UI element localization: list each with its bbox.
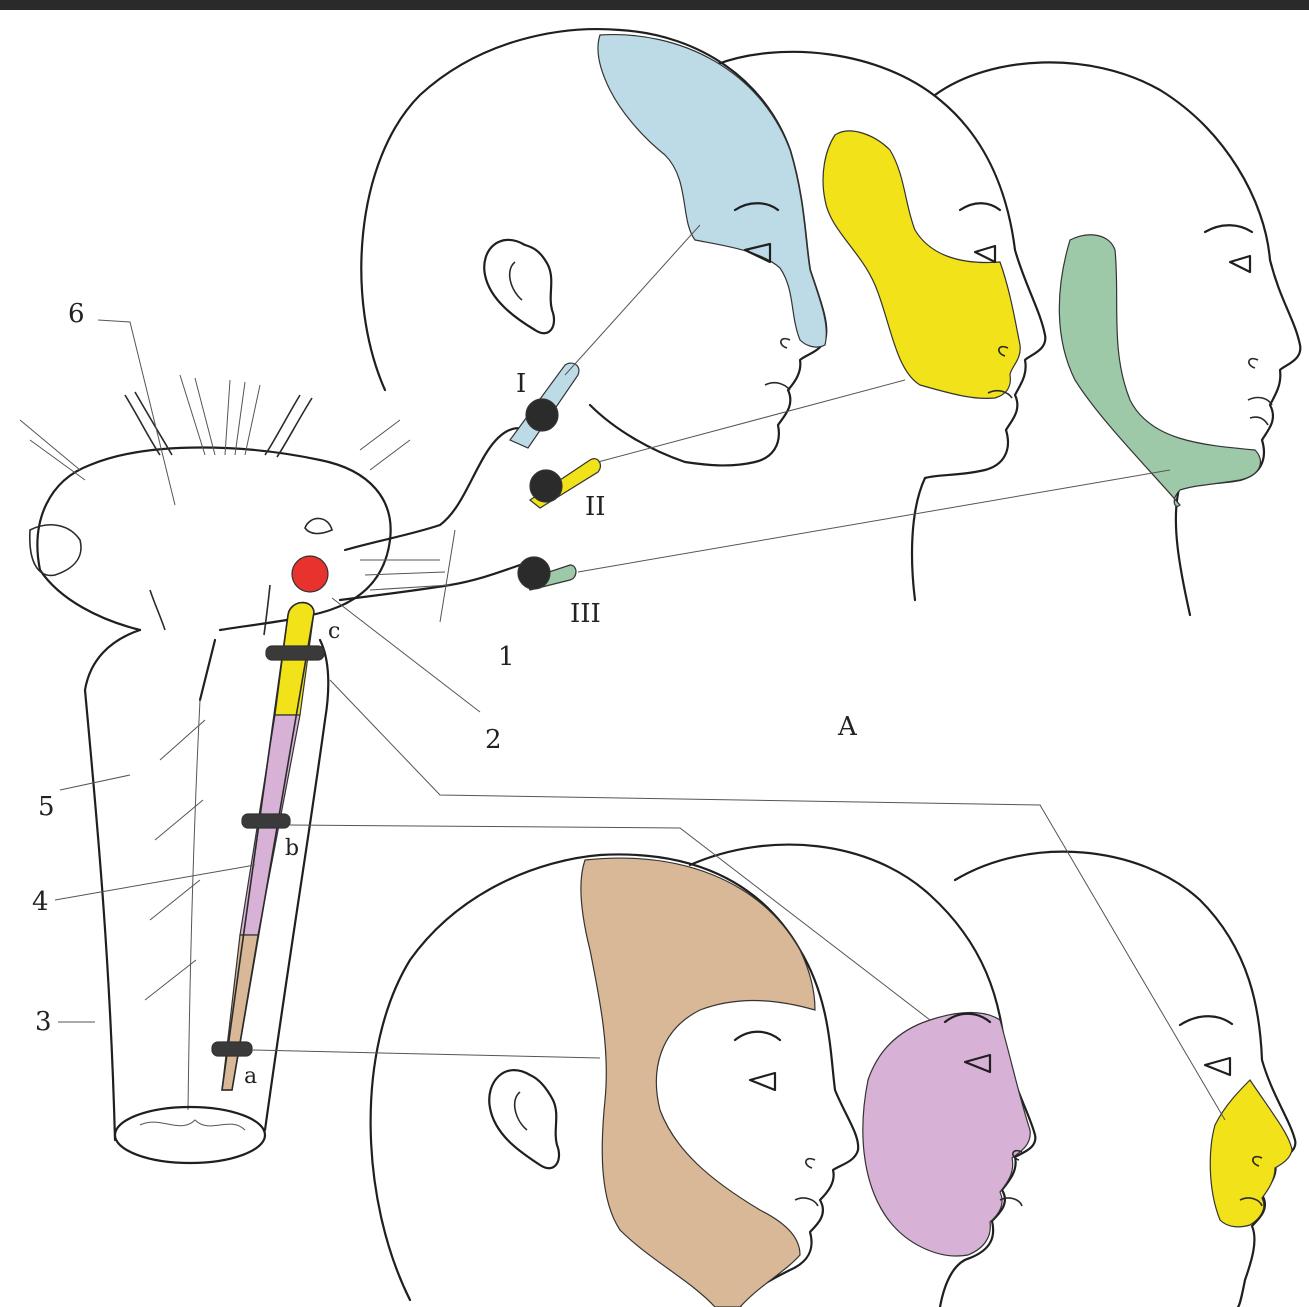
label-a: a (244, 1064, 257, 1089)
middle-zone (863, 1013, 1030, 1256)
ganglion-dot-ophthalmic (526, 399, 558, 431)
label-n6: 6 (68, 299, 85, 329)
label-figure-letter: A (837, 712, 858, 742)
ganglion-dot-mandibular (518, 557, 550, 589)
maxillary-zone (823, 131, 1020, 398)
label-c: c (328, 619, 340, 644)
head-outer-zone (371, 854, 859, 1307)
label-roman-1: I (516, 369, 526, 399)
ganglion-dot-maxillary (530, 470, 562, 502)
head-ophthalmic-distribution (361, 29, 826, 465)
mesencephalic-nucleus (292, 556, 328, 592)
nucleus-band-b (242, 814, 290, 828)
label-n1: 1 (498, 642, 515, 672)
outer-zone (581, 858, 815, 1307)
nucleus-band-a (212, 1042, 252, 1056)
label-roman-2: II (585, 492, 606, 522)
label-n3: 3 (35, 1007, 52, 1037)
label-n4: 4 (32, 887, 49, 917)
mandibular-zone (1059, 235, 1260, 507)
label-b: b (285, 836, 299, 861)
label-roman-3: III (570, 599, 601, 629)
nucleus-band-c (266, 646, 324, 660)
label-n5: 5 (38, 792, 55, 822)
label-n2: 2 (485, 725, 502, 755)
